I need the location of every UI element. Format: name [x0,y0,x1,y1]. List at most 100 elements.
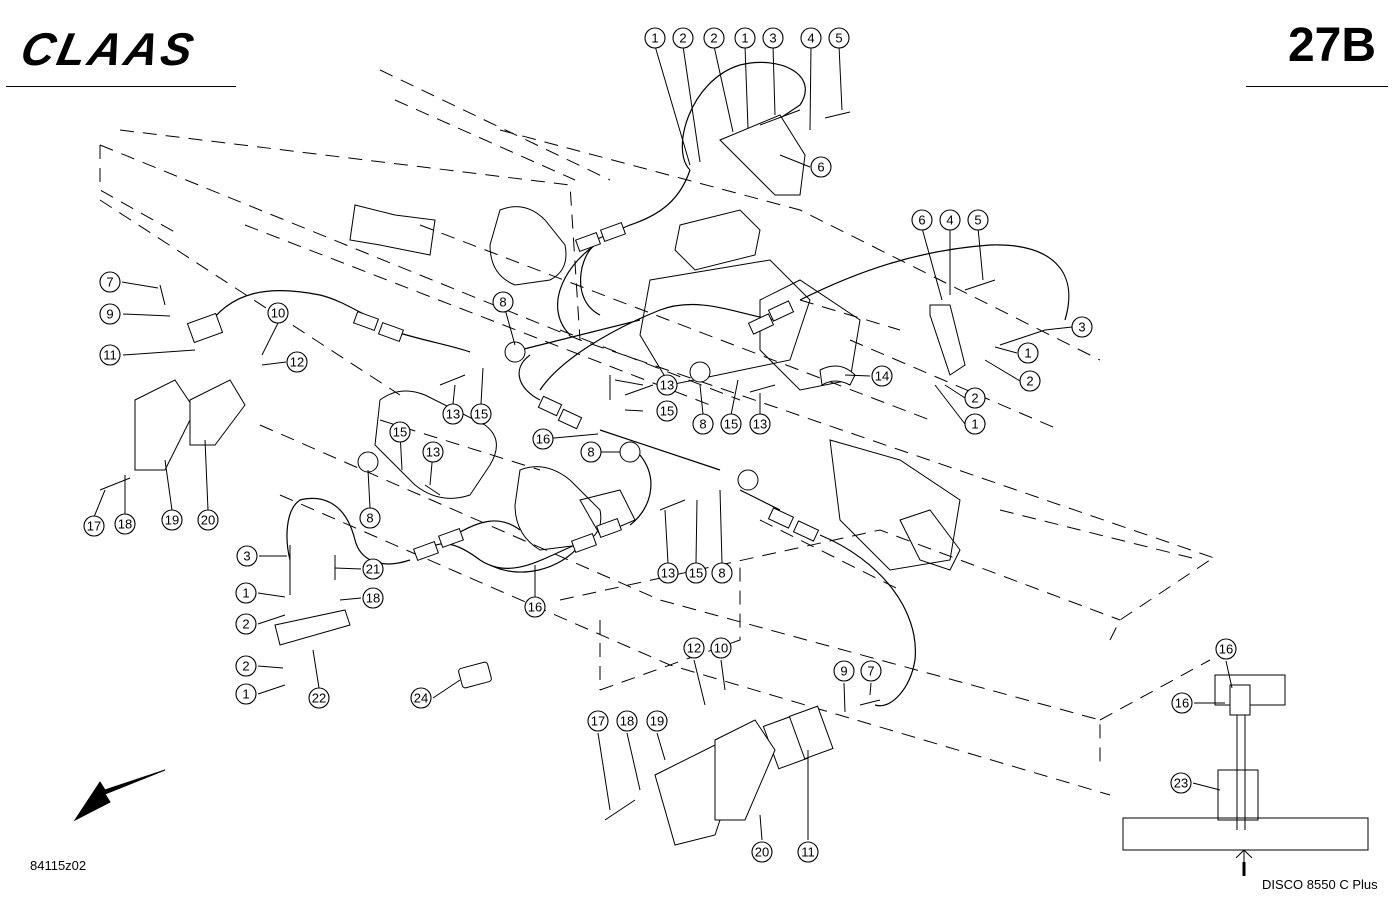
callout: 3 [762,27,784,49]
wiring-harness [204,61,1070,707]
svg-text:15: 15 [724,417,738,432]
svg-text:2: 2 [242,617,249,632]
svg-text:2: 2 [679,31,686,46]
svg-text:2: 2 [1026,374,1033,389]
svg-text:4: 4 [807,31,814,46]
callout: 7 [99,271,121,293]
callout: 2 [964,387,986,409]
svg-text:11: 11 [801,845,815,860]
callout: 15 [470,403,492,425]
callout: 2 [672,27,694,49]
svg-text:16: 16 [536,432,550,447]
callout: 8 [711,562,733,584]
connectors-and-clamps [73,114,966,846]
svg-text:2: 2 [710,31,717,46]
svg-text:14: 14 [875,369,889,384]
svg-text:1: 1 [1024,346,1031,361]
callout: 20 [751,841,773,863]
svg-text:22: 22 [312,691,326,706]
callout: 18 [616,710,638,732]
gearbox-housings [349,204,961,571]
callout: 20 [197,509,219,531]
callout: 10 [710,637,732,659]
svg-text:13: 13 [661,566,675,581]
callout: 2 [703,27,725,49]
callout: 16 [524,596,546,618]
svg-text:5: 5 [974,213,981,228]
svg-text:16: 16 [528,600,542,615]
callout: 15 [656,400,678,422]
callout: 3 [1071,316,1093,338]
svg-text:20: 20 [755,845,769,860]
svg-text:10: 10 [271,306,285,321]
callout: 16 [1215,638,1237,660]
callout: 16 [1171,692,1193,714]
svg-text:8: 8 [366,511,373,526]
svg-text:13: 13 [753,417,767,432]
overview-inset [1122,674,1369,876]
callout: 7 [860,660,882,682]
svg-text:23: 23 [1174,776,1188,791]
callout: 13 [656,374,678,396]
callout: 1 [235,683,257,705]
callout: 9 [99,303,121,325]
callout: 2 [1019,370,1041,392]
model-name: DISCO 8550 C Plus [1262,877,1378,892]
svg-text:1: 1 [741,31,748,46]
svg-text:3: 3 [243,549,250,564]
svg-text:19: 19 [650,714,664,729]
leader-lines [93,45,1233,841]
header-rule-right [1246,86,1388,87]
svg-text:9: 9 [106,307,113,322]
callout: 22 [308,687,330,709]
callout: 8 [492,291,514,313]
callout: 8 [580,441,602,463]
svg-text:13: 13 [426,445,440,460]
svg-text:3: 3 [1078,320,1085,335]
sheet-number: 27B [1287,19,1376,72]
phantom-frame [99,69,1221,796]
svg-text:15: 15 [393,425,407,440]
callout: 1 [1017,342,1039,364]
callout: 15 [720,413,742,435]
svg-text:19: 19 [165,513,179,528]
svg-text:20: 20 [201,513,215,528]
callout: 13 [422,441,444,463]
callout: 21 [362,558,384,580]
svg-text:18: 18 [118,517,132,532]
svg-text:18: 18 [620,714,634,729]
callout: 11 [99,344,121,366]
svg-text:1: 1 [242,687,249,702]
callout: 11 [797,841,819,863]
callout: 15 [389,421,411,443]
callout: 5 [967,209,989,231]
svg-text:21: 21 [366,562,380,577]
callout: 13 [442,403,464,425]
svg-text:4: 4 [946,213,953,228]
svg-text:7: 7 [106,275,113,290]
reference-callouts: 1 2 2 1 3 4 5 6 6 4 5 3 1 2 2 1 7 9 11 1… [83,27,1237,863]
svg-text:1: 1 [651,31,658,46]
callout: 5 [828,27,850,49]
svg-text:1: 1 [242,586,249,601]
callout: 13 [657,562,679,584]
svg-text:1: 1 [971,417,978,432]
callout: 2 [235,655,257,677]
callout: 15 [685,562,707,584]
callout: 18 [362,587,384,609]
callout: 10 [267,302,289,324]
svg-text:2: 2 [971,391,978,406]
callout: 14 [871,365,893,387]
svg-text:3: 3 [769,31,776,46]
callout: 16 [532,428,554,450]
svg-text:9: 9 [840,664,847,679]
svg-text:12: 12 [687,641,701,656]
svg-text:2: 2 [242,659,249,674]
svg-text:15: 15 [689,566,703,581]
callout: 17 [83,515,105,537]
callout: 4 [800,27,822,49]
svg-text:8: 8 [499,295,506,310]
drawing-number: 84115z02 [30,858,87,873]
svg-text:8: 8 [587,445,594,460]
